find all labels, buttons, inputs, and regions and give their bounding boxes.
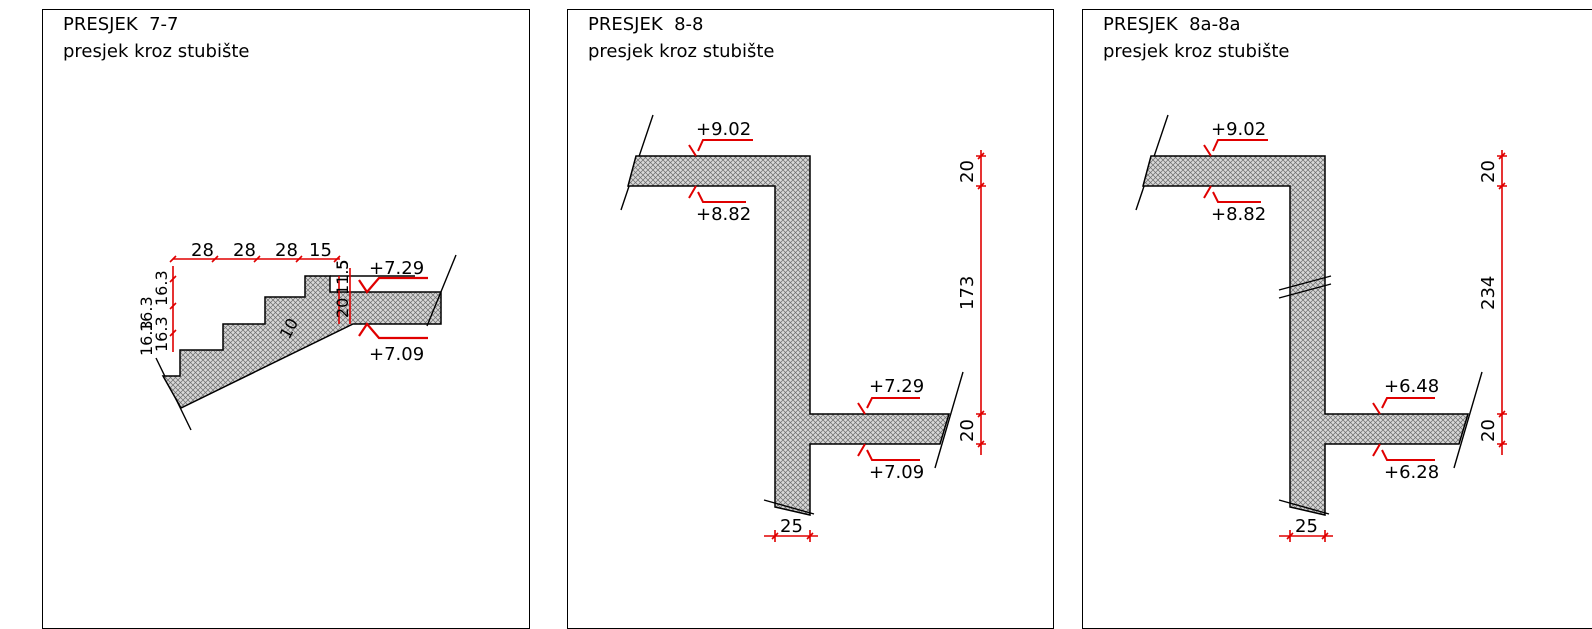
stair-concrete <box>161 275 442 409</box>
level-marker-top <box>358 276 428 294</box>
riser-dim-2: 16.3 <box>152 270 171 306</box>
break-mark <box>1278 275 1332 291</box>
dim-ticks <box>169 255 341 263</box>
panel-subtitle: presjek kroz stubište <box>588 41 775 62</box>
panel-title: PRESJEK 8-8 <box>588 14 704 35</box>
riser-dim-1: 16.3 <box>137 296 156 332</box>
level-top: +7.29 <box>369 258 424 279</box>
panel-title: PRESJEK 7-7 <box>63 14 179 35</box>
top-slab-dim: 20 <box>1478 160 1499 183</box>
panel-subtitle: presjek kroz stubište <box>1103 41 1290 62</box>
break-line-right <box>934 371 964 469</box>
break-line-right <box>426 254 457 327</box>
riser-ticks <box>169 275 177 337</box>
panel-title: PRESJEK 8a-8a <box>1103 14 1241 35</box>
break-line-bottom <box>1278 499 1330 515</box>
top-slab-dim: 20 <box>957 160 978 183</box>
break-mark <box>1278 283 1332 299</box>
dim-ticks <box>976 152 986 448</box>
level-lower-bottom: +7.09 <box>869 462 924 483</box>
level-upper-bottom: +8.82 <box>696 204 751 225</box>
level-lower-top: +7.29 <box>869 376 924 397</box>
riser-dim-4: 16.3 <box>137 320 156 356</box>
wall-section-drawing: +9.02 +8.82 +7.29 +7.09 20 173 20 25 <box>620 114 986 542</box>
stair-section-drawing: 28 28 28 15 16.3 16.3 16.3 16.3 20 11.5 … <box>137 240 457 431</box>
dim-ticks <box>771 530 814 542</box>
wall-dim: 25 <box>1295 516 1318 537</box>
break-line-bottom <box>763 499 815 515</box>
height-dim: 234 <box>1478 276 1499 310</box>
tread-dim-3: 28 <box>275 240 298 261</box>
break-line-right <box>1453 371 1483 469</box>
section-8-8-panel: PRESJEK 8-8 presjek kroz stubište +9.02 … <box>567 9 1054 629</box>
wall-section-drawing: +9.02 +8.82 +6.48 +6.28 20 234 20 25 <box>1135 114 1507 542</box>
panel-subtitle: presjek kroz stubište <box>63 41 250 62</box>
level-lower-bottom: +6.28 <box>1384 462 1439 483</box>
level-marker <box>688 185 746 203</box>
dim-ticks <box>1497 152 1507 448</box>
concrete-section <box>627 155 951 516</box>
wall-dim: 25 <box>780 516 803 537</box>
level-upper-top: +9.02 <box>696 119 751 140</box>
section-7-7-panel: PRESJEK 7-7 presjek kroz stubište 28 28 … <box>42 9 530 629</box>
bottom-slab-dim: 20 <box>1478 419 1499 442</box>
riser-small-dim: 11.5 <box>333 259 352 295</box>
section-8a-8a-panel: PRESJEK 8a-8a presjek kroz stubište +9.0… <box>1082 9 1592 629</box>
small-dim: 5 <box>333 260 352 270</box>
level-upper-bottom: +8.82 <box>1211 204 1266 225</box>
level-lower-top: +6.48 <box>1384 376 1439 397</box>
level-marker <box>1203 185 1261 203</box>
level-marker <box>1372 443 1435 461</box>
riser-dim-3: 16.3 <box>152 316 171 352</box>
slab-dim: 20 <box>333 298 352 318</box>
level-marker <box>857 443 920 461</box>
level-marker <box>688 139 753 157</box>
level-marker <box>1203 139 1268 157</box>
concrete-section <box>1142 155 1470 516</box>
tread-dim-2: 28 <box>233 240 256 261</box>
bottom-slab-dim: 20 <box>957 419 978 442</box>
level-marker <box>1372 397 1435 415</box>
tread-dim-1: 28 <box>191 240 214 261</box>
level-marker <box>857 397 920 415</box>
height-dim: 173 <box>957 276 978 310</box>
level-bottom: +7.09 <box>369 344 424 365</box>
landing-dim: 15 <box>309 240 332 261</box>
dim-ticks <box>1286 530 1329 542</box>
level-upper-top: +9.02 <box>1211 119 1266 140</box>
level-marker-bottom <box>358 322 428 340</box>
